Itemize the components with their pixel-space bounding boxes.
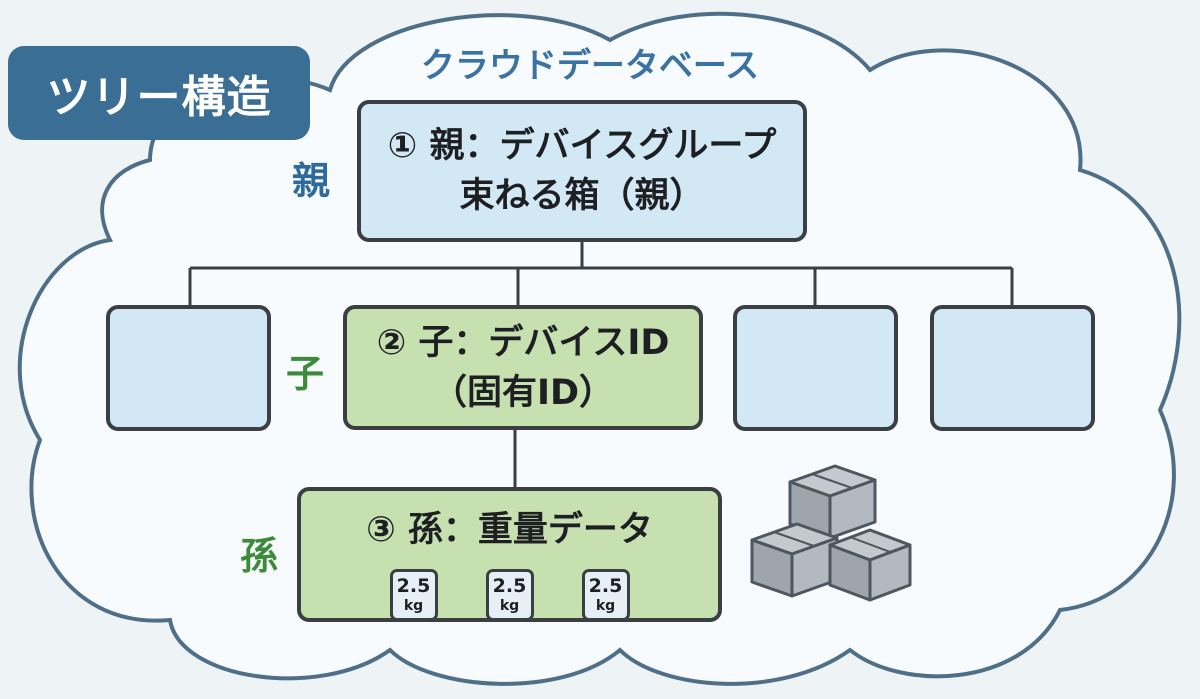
parent-side-label: 親 xyxy=(292,159,331,203)
weight-value: 2.5 xyxy=(588,575,623,597)
parent-device-group-box: ① 親：デバイスグループ 束ねる箱（親） xyxy=(357,100,807,242)
weight-unit: kg xyxy=(499,598,520,614)
parent-box-subtitle: 束ねる箱（親） xyxy=(459,176,705,216)
weight-value: 2.5 xyxy=(492,575,527,597)
stacked-boxes-icon xyxy=(750,464,912,602)
grandchild-box-title: ③ 孫：重量データ xyxy=(366,510,653,550)
sibling-device-box-1 xyxy=(106,305,271,431)
weight-unit: kg xyxy=(595,598,616,614)
child-device-id-box: ② 子：デバイスID （固有ID） xyxy=(343,305,703,430)
weight-tag: 2.5 kg xyxy=(389,569,438,621)
grandchild-weight-data-box: ③ 孫：重量データ 2.5 kg 2.5 kg 2.5 kg xyxy=(297,487,722,622)
tree-connectors xyxy=(188,242,1014,488)
child-side-label: 子 xyxy=(286,352,325,396)
weight-unit: kg xyxy=(403,598,424,614)
parent-box-title: ① 親：デバイスグループ xyxy=(387,126,777,166)
cloud-database-title: クラウドデータベース xyxy=(420,46,760,86)
sibling-device-box-3 xyxy=(930,305,1095,431)
tree-structure-badge: ツリー構造 xyxy=(8,46,310,140)
child-box-title: ② 子：デバイスID xyxy=(376,322,670,363)
weight-tag: 2.5 kg xyxy=(581,569,630,621)
sibling-device-box-2 xyxy=(733,305,898,431)
weight-tag: 2.5 kg xyxy=(485,569,534,621)
weight-value: 2.5 xyxy=(396,575,431,597)
weight-tags: 2.5 kg 2.5 kg 2.5 kg xyxy=(389,569,630,621)
grandchild-side-label: 孫 xyxy=(240,534,279,578)
child-box-subtitle: （固有ID） xyxy=(431,372,615,413)
